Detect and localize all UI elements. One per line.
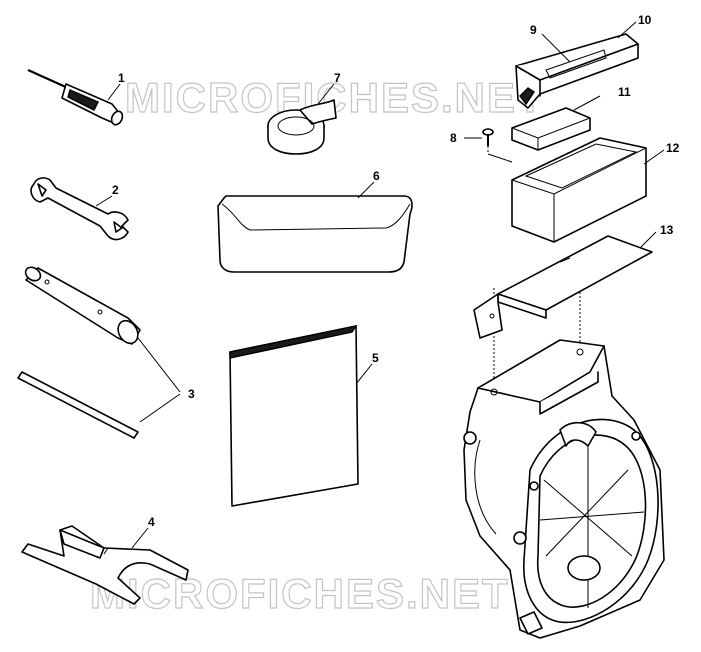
callout-8: 8 <box>450 131 457 145</box>
leader-3b <box>139 393 181 423</box>
part-wrench <box>30 177 129 241</box>
leader-9 <box>541 33 571 63</box>
leader-11 <box>573 95 601 111</box>
leader-6 <box>357 181 375 199</box>
callout-6: 6 <box>373 169 380 183</box>
callout-7: 7 <box>334 71 341 85</box>
callout-9: 9 <box>530 23 537 37</box>
part-battery-lid <box>515 33 639 109</box>
leader-10 <box>617 21 637 39</box>
callout-11: 11 <box>618 85 631 99</box>
callout-13: 13 <box>660 223 674 237</box>
part-spark-plug-socket <box>24 266 141 345</box>
callout-12: 12 <box>666 141 680 155</box>
part-battery-box <box>511 137 647 243</box>
leader-4 <box>131 527 149 549</box>
callout-10: 10 <box>638 13 652 27</box>
callout-3: 3 <box>188 387 195 401</box>
leader-5 <box>355 363 373 385</box>
leader-7 <box>317 83 335 105</box>
part-tool-pouch <box>217 195 413 273</box>
part-clutch-tool <box>21 525 189 605</box>
watermark-bottom: MICROFICHES.NET <box>90 570 510 617</box>
leader-12 <box>643 149 665 165</box>
callout-2: 2 <box>112 183 119 197</box>
part-screw <box>482 128 494 146</box>
callout-1: 1 <box>118 71 125 85</box>
leader-1 <box>107 83 121 101</box>
leader-3a <box>137 337 181 393</box>
part-battery-pad <box>511 107 591 151</box>
part-battery-bracket <box>473 235 653 339</box>
callout-5: 5 <box>372 351 379 365</box>
callout-4: 4 <box>148 515 155 529</box>
leader-2 <box>95 195 113 207</box>
part-manual <box>229 324 359 507</box>
part-tommy-bar <box>17 371 139 439</box>
part-housing <box>463 339 665 639</box>
leader-13 <box>639 231 657 249</box>
part-screwdriver <box>27 68 124 126</box>
part-tape-roll <box>267 99 337 155</box>
